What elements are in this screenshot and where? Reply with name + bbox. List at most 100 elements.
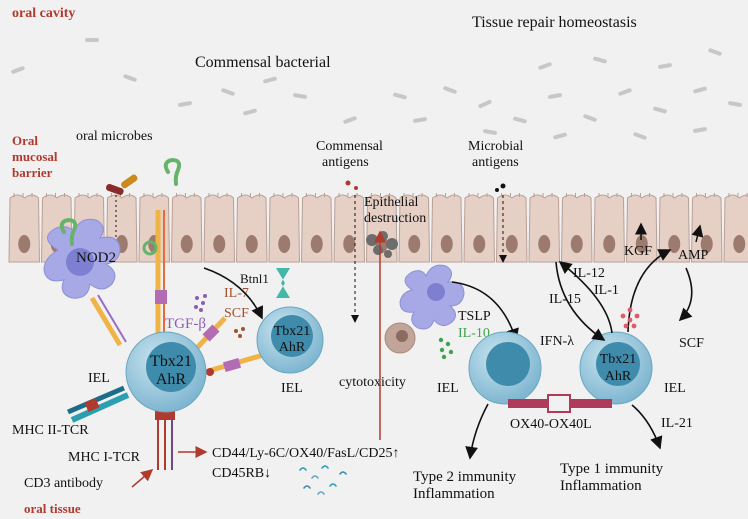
bacterium-dash: [553, 132, 567, 140]
ahr-label-right: AhR: [605, 369, 632, 384]
bacterium-dash: [178, 101, 192, 107]
tbx21-label-middle: Tbx21: [274, 324, 311, 339]
cd3-label: CD3 antibody: [24, 476, 103, 491]
dendritic-nucleus: [427, 283, 445, 301]
mhc-ii-tcr-receptor: [67, 385, 130, 423]
microbial-antigen-dot: [495, 188, 499, 192]
epithelial-cell: [170, 193, 203, 263]
commensal-antigen-dot: [345, 180, 351, 186]
epithelial-cell: [690, 193, 723, 263]
commensal-antigens-label-1: Commensal: [316, 139, 383, 154]
bacterium-dash: [483, 129, 497, 135]
bacterium-dash: [513, 116, 527, 124]
bacterium-dash: [708, 48, 722, 56]
hook-microbe-icon: [163, 157, 182, 186]
scf-arrow: [678, 267, 693, 322]
il1-label: IL-1: [594, 283, 619, 298]
epithelial-cell: [430, 193, 463, 263]
il15-arrow: [555, 261, 606, 341]
epithelial-cell: [463, 193, 496, 263]
cd3-arrow: [131, 469, 154, 488]
iel-nucleus: [146, 342, 196, 392]
type2-label-1: Type 2 immunity: [413, 469, 517, 485]
il21-arrow: [631, 404, 663, 450]
barrier-label-1: Oral: [12, 133, 38, 148]
markers-label-1: CD44/Ly-6C/OX40/FasL/CD25↑: [212, 446, 399, 461]
commensal-bacteria: [11, 38, 742, 140]
tslp-label: TSLP: [458, 309, 491, 324]
dendritic-nucleus: [66, 248, 94, 276]
bacterium-dash: [221, 88, 235, 96]
epithelial-destruction-label-1: Epithelial: [364, 195, 419, 210]
iel-label-type2: IEL: [437, 381, 459, 396]
microbial-antigens-label-1: Microbial: [468, 139, 523, 154]
tslp-arrow: [451, 281, 519, 342]
ifn-arrow: [558, 261, 613, 334]
tgfb-label: TGF-β: [165, 316, 206, 332]
epithelial-cell: [560, 193, 593, 263]
tbx21-label-left: Tbx21: [150, 353, 192, 370]
type1-label-2: Inflammation: [560, 478, 642, 494]
epithelial-cell: [300, 193, 333, 263]
iel-label-left: IEL: [88, 371, 110, 386]
cytotoxic-cell-nucleus: [396, 330, 408, 342]
bacterium-dash: [263, 76, 277, 84]
epithelial-cell: [203, 193, 236, 263]
bacterium-dash: [478, 99, 492, 109]
microbial-antigens-label-2: antigens: [472, 155, 519, 170]
type2-arrow: [465, 403, 489, 460]
cytotoxicity-label: cytotoxicity: [339, 375, 406, 390]
mhc2-label: MHC II-TCR: [12, 423, 89, 438]
bacterium-dash: [393, 92, 407, 100]
commensal-antigens-label-2: antigens: [322, 155, 369, 170]
kgf-label: KGF: [624, 244, 652, 259]
btnl1-arrow: [203, 267, 263, 320]
type1-label-1: Type 1 immunity: [560, 461, 664, 477]
bacterium-dash: [618, 88, 632, 96]
bacterium-dash: [243, 108, 257, 116]
bacterium-dash: [583, 114, 597, 122]
ox40-label: OX40-OX40L: [510, 417, 592, 432]
ahr-label-middle: AhR: [279, 340, 306, 355]
barrier-label-3: barrier: [12, 165, 53, 180]
il10-dots: [438, 337, 454, 360]
nod2-label: NOD2: [76, 250, 116, 266]
type2-label-2: Inflammation: [413, 486, 495, 502]
bacterium-dash: [548, 93, 562, 99]
btnl1-connector-icon: [276, 268, 290, 298]
oral-microbes-label: oral microbes: [76, 129, 153, 144]
commensal-bacterial-label: Commensal bacterial: [195, 54, 331, 71]
oral-microbe-rods: [106, 174, 138, 195]
iel-label-type1: IEL: [664, 381, 686, 396]
oral-tissue-label: oral tissue: [24, 501, 81, 516]
amp-label: AMP: [678, 248, 709, 263]
bacterium-dash: [693, 127, 707, 133]
receptor-spikes: [89, 210, 271, 376]
bacterium-dash: [538, 62, 552, 70]
markers-label-2: CD45RB↓: [212, 466, 271, 481]
iel-nucleus: [486, 342, 530, 386]
il10-label: IL-10: [458, 326, 490, 341]
bacterium-dash: [728, 101, 742, 107]
il7-dots: [234, 327, 245, 338]
epithelial-cell: [658, 193, 691, 263]
epithelial-cell: [268, 193, 301, 263]
bacterium-dash: [693, 86, 707, 94]
epithelial-destruction-label-2: destruction: [364, 211, 426, 226]
bacterium-dash: [293, 93, 307, 99]
iel-nucleus: [271, 315, 313, 357]
cytokine-squiggles: [299, 465, 347, 495]
epithelial-cell: [398, 193, 431, 263]
ox40-ox40l-bridge: [508, 394, 612, 413]
bacterium-dash: [343, 116, 357, 124]
il15-label: IL-15: [549, 292, 581, 307]
tbx21-label-right: Tbx21: [600, 352, 637, 367]
kgf-dots: [620, 307, 640, 329]
ahr-label-left: AhR: [156, 371, 187, 388]
epithelial-cell: [528, 193, 561, 263]
bacterium-dash: [11, 66, 25, 74]
il12-label: IL-12: [573, 266, 605, 281]
barrier-label-2: mucosal: [12, 149, 58, 164]
il21-label: IL-21: [661, 416, 693, 431]
iel-nucleus: [596, 342, 640, 386]
